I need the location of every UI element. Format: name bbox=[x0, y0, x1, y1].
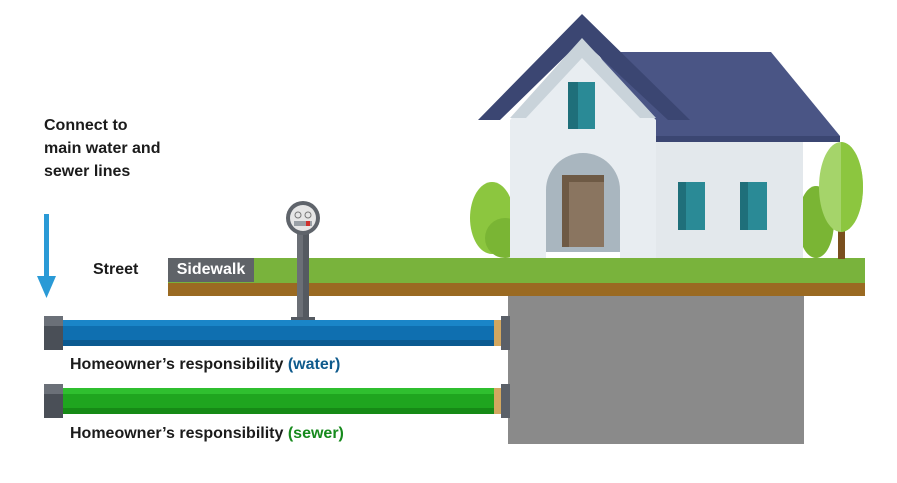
house-icon bbox=[478, 14, 840, 258]
grass-strip bbox=[168, 258, 865, 283]
soil-strip bbox=[168, 283, 865, 296]
sewer-responsibility-text: Homeowner’s responsibility bbox=[70, 425, 284, 442]
basement bbox=[508, 296, 804, 444]
water-tag: (water) bbox=[287, 356, 341, 373]
sidewalk-label: Sidewalk bbox=[168, 258, 254, 282]
down-arrow-icon bbox=[37, 214, 56, 298]
street-label: Street bbox=[93, 261, 139, 278]
sewer-responsibility-label: Homeowner’s responsibility (sewer) bbox=[70, 425, 344, 443]
water-meter-icon bbox=[286, 201, 320, 323]
sewer-pipe bbox=[44, 384, 510, 418]
water-responsibility-label: Homeowner’s responsibility (water) bbox=[70, 356, 340, 374]
connect-label: Connect to main water and sewer lines bbox=[44, 117, 161, 180]
tree-icon bbox=[819, 142, 863, 259]
water-responsibility-text: Homeowner’s responsibility bbox=[70, 356, 284, 373]
sewer-tag: (sewer) bbox=[287, 425, 344, 442]
water-pipe bbox=[44, 316, 510, 350]
